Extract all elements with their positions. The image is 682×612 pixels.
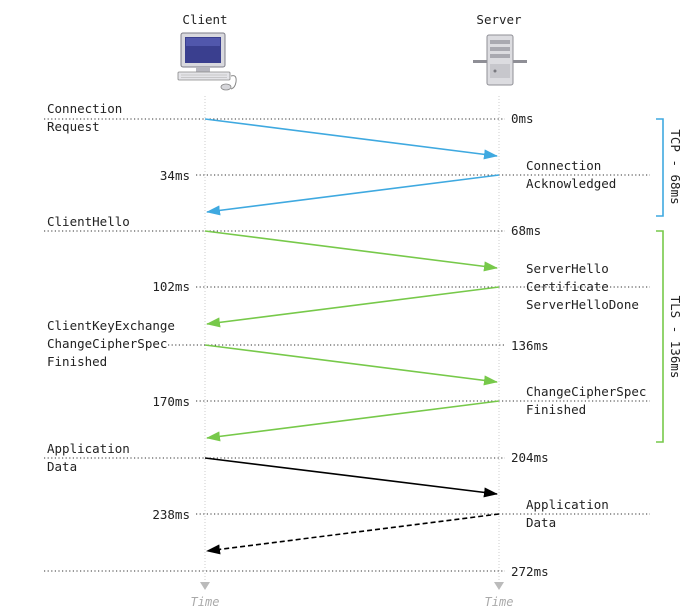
timestamp-170ms: 170ms	[152, 394, 190, 409]
arrow-clienthello	[204, 230, 498, 272]
arrow-connection-acknowledged	[206, 174, 500, 216]
message-label-connection-request-line2: Request	[47, 119, 100, 134]
client-time-arrow-icon	[200, 582, 210, 590]
message-label-clienthello: ClientHello	[47, 214, 130, 229]
timestamp-272ms: 272ms	[511, 564, 549, 579]
arrow-application-data-response	[206, 513, 500, 555]
timestamp-68ms: 68ms	[511, 223, 541, 238]
message-label-application-data-client: Application	[47, 441, 130, 456]
timestamp-0ms: 0ms	[511, 111, 534, 126]
timeline-rules	[44, 118, 650, 572]
message-label-application-data-server-line2: Data	[526, 515, 556, 530]
tls-phase-bracket	[656, 230, 664, 443]
client-header: Client	[182, 12, 227, 27]
message-label-changecipherspec-server: ChangeCipherSpec	[526, 384, 646, 399]
desktop-computer-icon	[177, 32, 237, 91]
tls-phase-label: TLS - 136ms	[668, 296, 682, 379]
arrow-server-finished	[206, 400, 500, 442]
message-label-changecipherspec-client: ChangeCipherSpec	[47, 336, 167, 351]
timestamp-34ms: 34ms	[160, 168, 190, 183]
timestamp-136ms: 136ms	[511, 338, 549, 353]
message-label-finished-client: Finished	[47, 354, 107, 369]
server-time-label: Time	[485, 595, 514, 609]
tcp-phase-label: TCP - 68ms	[668, 129, 682, 204]
message-label-finished-server: Finished	[526, 402, 586, 417]
tcp-phase-bracket	[656, 118, 664, 217]
message-label-serverhellodone: ServerHelloDone	[526, 297, 639, 312]
timestamp-238ms: 238ms	[152, 507, 190, 522]
message-label-certificate: Certificate	[526, 279, 609, 294]
timestamp-102ms: 102ms	[152, 279, 190, 294]
arrow-connection-request	[204, 118, 498, 160]
arrow-serverhello	[206, 286, 500, 328]
client-time-label: Time	[191, 595, 220, 609]
message-label-connection-acknowledged-line2: Acknowledged	[526, 176, 616, 191]
server-time-arrow-icon	[494, 582, 504, 590]
message-label-application-data-server: Application	[526, 497, 609, 512]
message-label-connection-request: Connection	[47, 101, 122, 116]
arrow-application-data-request	[204, 457, 498, 498]
arrow-clientkeyexchange	[204, 344, 498, 386]
server-tower-icon	[473, 34, 527, 86]
message-label-connection-acknowledged: Connection	[526, 158, 601, 173]
timestamp-204ms: 204ms	[511, 450, 549, 465]
server-header: Server	[476, 12, 522, 27]
message-label-serverhello: ServerHello	[526, 261, 609, 276]
message-label-clientkeyexchange: ClientKeyExchange	[47, 318, 175, 333]
message-label-application-data-client-line2: Data	[47, 459, 77, 474]
